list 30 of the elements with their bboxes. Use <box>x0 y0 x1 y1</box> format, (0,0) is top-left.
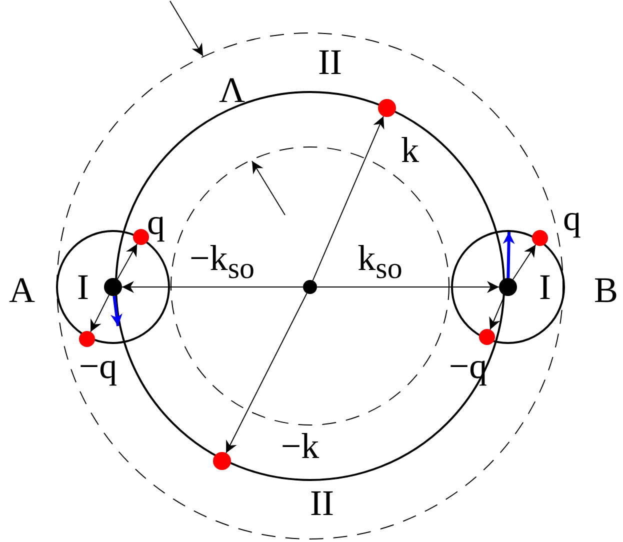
vector-arrow <box>90 294 110 332</box>
vector-arrow <box>122 281 304 293</box>
center-dot <box>104 278 122 296</box>
vector-arrow <box>116 243 138 280</box>
vector-arrow <box>512 244 536 280</box>
vector-arrow <box>316 281 500 293</box>
region-label: I <box>539 269 551 305</box>
region-label: II <box>318 44 342 80</box>
spin-arrow <box>502 232 515 278</box>
vector-tip-dot <box>79 331 95 347</box>
vector-label: k <box>401 132 419 168</box>
point-label: q <box>147 204 165 240</box>
vector-tip-dot <box>378 99 396 117</box>
region-label: I <box>77 269 89 305</box>
vector-arrow <box>312 116 384 282</box>
point-label: −q <box>78 348 118 384</box>
region-label: II <box>310 485 334 521</box>
vector-label: −k <box>280 428 320 464</box>
point-label: B <box>594 272 618 308</box>
vector-arrow <box>489 294 506 330</box>
point-label: A <box>9 272 35 308</box>
spin-arrow <box>110 296 122 326</box>
vector-tip-dot <box>213 452 231 470</box>
point-label: q <box>563 200 581 236</box>
vector-label: k$_{so}$ <box>358 240 402 284</box>
region-label: Λ <box>218 72 246 108</box>
center-dot <box>499 278 517 296</box>
origin-dot <box>303 280 317 294</box>
vector-label: −k$_{so}$ <box>190 240 254 284</box>
vector-arrow <box>226 292 308 454</box>
